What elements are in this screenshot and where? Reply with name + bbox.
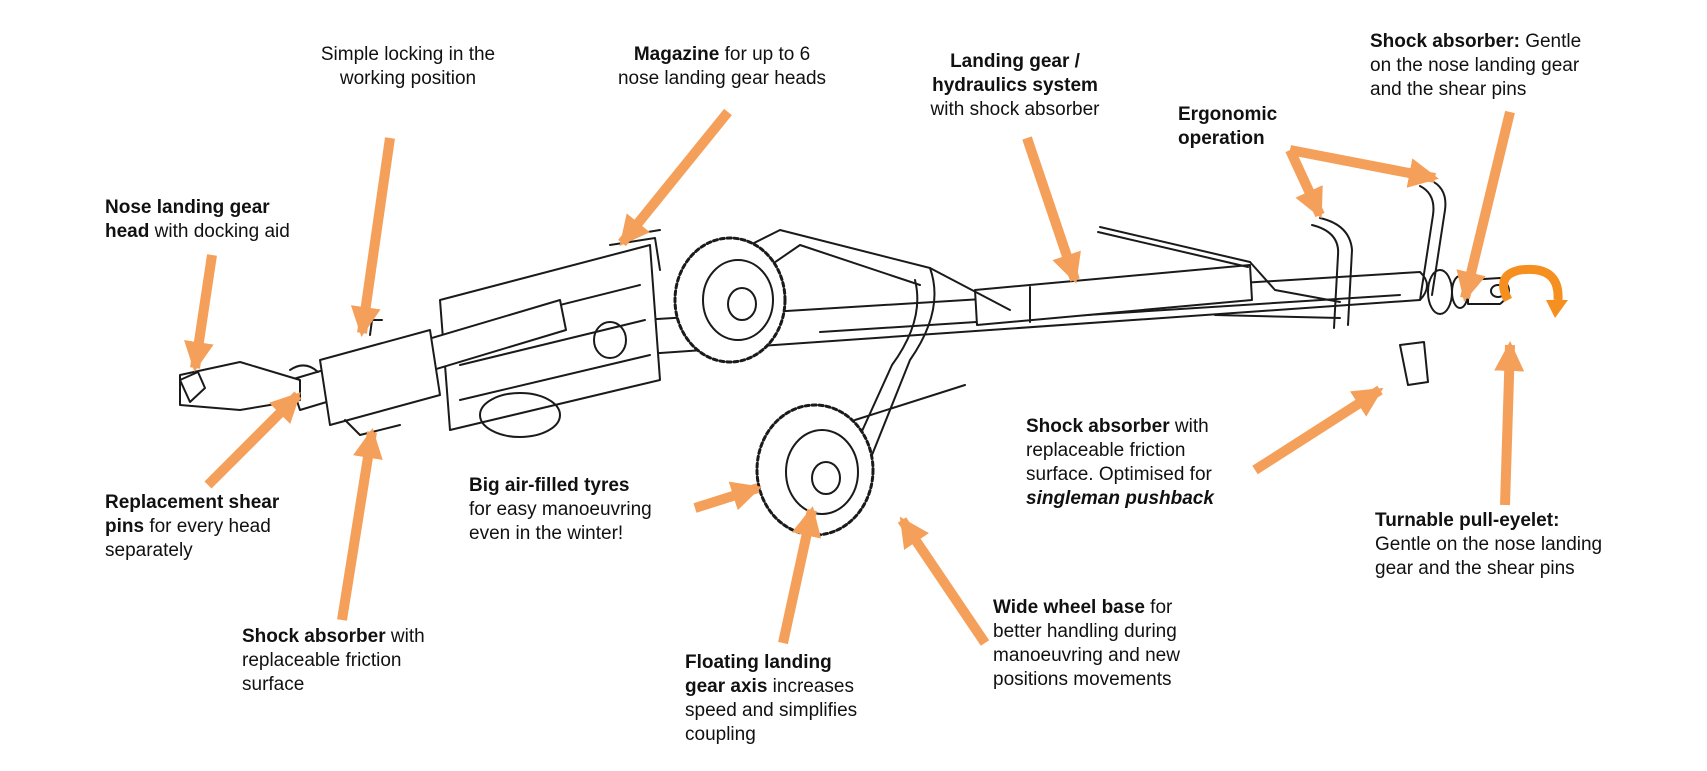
callout-simple-locking: Simple locking in the working position bbox=[298, 43, 518, 91]
shock-top-text: Gentle bbox=[1519, 31, 1582, 52]
wide-wheel-line3: manoeuvring and new bbox=[993, 645, 1180, 666]
shock-bottom-line3: surface bbox=[242, 674, 305, 695]
callout-magazine: Magazine for up to 6 nose landing gear h… bbox=[592, 43, 852, 91]
shock-bottom-text: with bbox=[385, 626, 425, 647]
landing-gear-text: with shock absorber bbox=[930, 99, 1100, 120]
callout-big-tyres: Big air-filled tyres for easy manoeuvrin… bbox=[469, 474, 699, 546]
callout-shock-top: Shock absorber: Gentle on the nose landi… bbox=[1370, 30, 1650, 102]
callout-replacement-pins: Replacement shear pins for every head se… bbox=[105, 491, 345, 563]
shock-right-line2: replaceable friction bbox=[1026, 440, 1186, 461]
wide-wheel-line4: positions movements bbox=[993, 669, 1172, 690]
turnable-title: Turnable pull-eyelet: bbox=[1375, 510, 1560, 531]
replacement-pins-line3: separately bbox=[105, 540, 193, 561]
nose-head-title-1: Nose landing gear bbox=[105, 197, 270, 218]
arrow-replacement-pins bbox=[204, 391, 302, 489]
ergonomic-title-2: operation bbox=[1178, 128, 1265, 149]
wide-wheel-text: for bbox=[1144, 597, 1173, 618]
landing-gear-title-1: Landing gear / bbox=[950, 51, 1080, 72]
replacement-pins-text: for every head bbox=[144, 516, 271, 537]
turnable-line2: Gentle on the nose landing bbox=[1375, 534, 1603, 555]
big-tyres-title: Big air-filled tyres bbox=[469, 475, 630, 496]
floating-axis-line4: coupling bbox=[685, 724, 756, 745]
rotation-arrow-icon bbox=[1499, 264, 1568, 318]
big-tyres-line2: for easy manoeuvring bbox=[469, 499, 652, 520]
big-tyres-line3: even in the winter! bbox=[469, 523, 624, 544]
shock-bottom-line2: replaceable friction bbox=[242, 650, 402, 671]
callout-floating-axis: Floating landing gear axis increases spe… bbox=[685, 651, 925, 747]
arrow-nose-head bbox=[184, 254, 217, 372]
shock-right-line3: surface. Optimised for bbox=[1026, 464, 1212, 485]
floating-axis-title-1: Floating landing bbox=[685, 652, 832, 673]
shock-top-line2: on the nose landing gear bbox=[1370, 55, 1580, 76]
arrow-shock-right bbox=[1252, 385, 1384, 475]
magazine-title: Magazine bbox=[633, 44, 720, 65]
hydraulic-unit bbox=[974, 226, 1341, 326]
floating-axis-line3: speed and simplifies bbox=[685, 700, 858, 721]
replacement-pins-title-1: Replacement shear bbox=[105, 492, 280, 513]
callout-landing-gear: Landing gear / hydraulics system with sh… bbox=[905, 50, 1125, 122]
replacement-pins-title-2: pins bbox=[105, 516, 145, 537]
callout-ergonomic: Ergonomic operation bbox=[1178, 103, 1328, 151]
ergonomic-title-1: Ergonomic bbox=[1178, 104, 1278, 125]
shock-top-line3: and the shear pins bbox=[1370, 79, 1527, 100]
wide-wheel-title: Wide wheel base bbox=[993, 597, 1145, 618]
wide-wheel-line2: better handling during bbox=[993, 621, 1177, 642]
shock-right-text: with bbox=[1169, 416, 1209, 437]
arrow-ergonomic-left bbox=[1285, 147, 1325, 219]
nose-head-title-2: head bbox=[105, 221, 150, 242]
shock-bottom-title: Shock absorber bbox=[242, 626, 386, 647]
turnable-line3: gear and the shear pins bbox=[1375, 558, 1575, 579]
magazine-text: for up to 6 bbox=[719, 44, 811, 65]
arrow-wide-wheel bbox=[897, 516, 990, 646]
callout-wide-wheel: Wide wheel base for better handling duri… bbox=[993, 596, 1243, 692]
floating-axis-text: increases bbox=[767, 676, 855, 697]
shock-right-title: Shock absorber bbox=[1026, 416, 1170, 437]
callout-nose-head: Nose landing gear head with docking aid bbox=[105, 196, 365, 244]
nose-head-assembly bbox=[179, 299, 567, 436]
arrow-shock-top bbox=[1456, 110, 1515, 302]
arrow-magazine bbox=[618, 108, 732, 247]
nose-head-text: with docking aid bbox=[149, 221, 290, 242]
arrow-landing-gear bbox=[1022, 136, 1081, 284]
arrow-shock-bottom bbox=[337, 428, 383, 621]
arrow-ergonomic-right bbox=[1289, 145, 1439, 188]
upper-wheel bbox=[673, 236, 787, 364]
arrow-big-tyres bbox=[693, 481, 762, 513]
shock-top-title: Shock absorber: bbox=[1370, 31, 1520, 52]
arrow-turnable bbox=[1494, 341, 1525, 506]
floating-axis-title-2: gear axis bbox=[685, 676, 768, 697]
landing-gear-title-2: hydraulics system bbox=[932, 75, 1098, 96]
callout-shock-right: Shock absorber with replaceable friction… bbox=[1026, 415, 1286, 511]
arrow-simple-locking bbox=[350, 137, 395, 337]
magazine-line2: nose landing gear heads bbox=[617, 68, 827, 89]
lower-wheel bbox=[755, 403, 875, 537]
callout-turnable: Turnable pull-eyelet: Gentle on the nose… bbox=[1375, 509, 1665, 581]
simple-locking-line2: working position bbox=[339, 68, 477, 89]
simple-locking-line1: Simple locking in the bbox=[320, 44, 496, 65]
callout-arrows bbox=[184, 108, 1525, 646]
shock-right-emphasis: singleman pushback bbox=[1026, 488, 1214, 509]
arrow-floating-axis bbox=[778, 506, 822, 645]
callout-shock-bottom: Shock absorber with replaceable friction… bbox=[242, 625, 482, 697]
